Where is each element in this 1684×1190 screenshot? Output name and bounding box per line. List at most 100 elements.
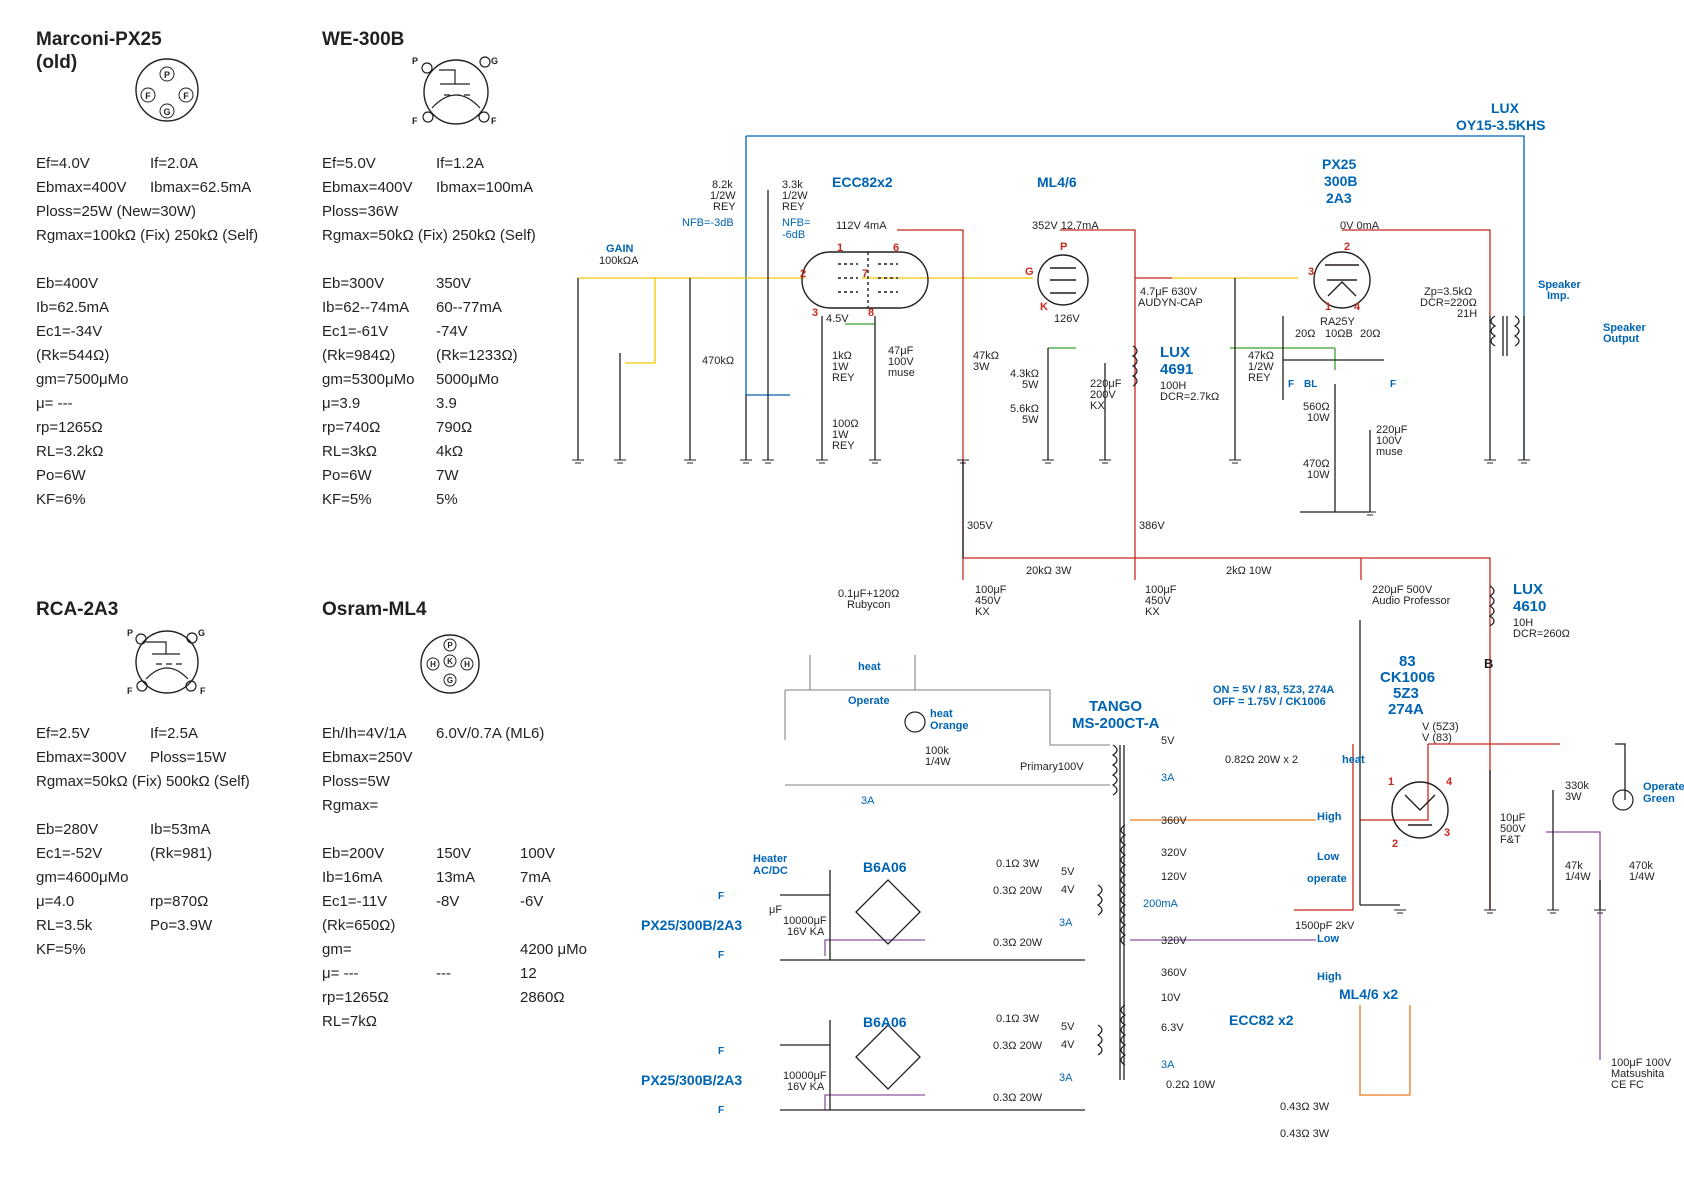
- spec-cell: Po=6W: [36, 467, 86, 484]
- b-plus-label: B: [1484, 656, 1493, 671]
- we300b-panel: WE-300B: [322, 28, 404, 51]
- heater-label: Heater: [753, 853, 788, 865]
- spec-cell: μ=4.0: [36, 893, 75, 910]
- spec-cell: RL=3.2kΩ: [36, 443, 104, 460]
- r-01-a: 0.1Ω 3W: [996, 858, 1040, 870]
- tap-320v-a: 320V: [1161, 847, 1187, 859]
- b6a06-label-1: B6A06: [863, 859, 907, 875]
- spec-cell: -74V: [436, 323, 468, 340]
- output-inductance: 21H: [1457, 308, 1477, 320]
- spec-cell: Ibmax=62.5mA: [150, 179, 252, 196]
- tap-6v3: 6.3V: [1161, 1022, 1184, 1034]
- spec-cell: (Rk=650Ω): [322, 917, 396, 934]
- px25-base-icon: [135, 58, 199, 122]
- low-tap-label-1: Low: [1317, 851, 1339, 863]
- nfb-6db-value: -6dB: [782, 229, 805, 241]
- rca2a3-pin-f1: F: [127, 686, 133, 696]
- f-label-3: F: [718, 891, 724, 902]
- spec-cell: rp=740Ω: [322, 419, 381, 436]
- rect-ck1006-label: CK1006: [1380, 669, 1435, 686]
- off-note: OFF = 1.75V / CK1006: [1213, 696, 1326, 708]
- spec-cell: Eh/Ih=4V/1A: [322, 725, 407, 742]
- c-100uf-m-brand: Matsushita: [1611, 1068, 1665, 1080]
- heat-lamp-label: heat: [930, 708, 953, 720]
- spec-cell: 5000μMo: [436, 371, 499, 388]
- spec-cell: Ec1=-61V: [322, 323, 389, 340]
- neon-lamp-icon: [904, 711, 1634, 811]
- nfb-3db-label: NFB=-3dB: [682, 217, 734, 229]
- px25-pin-1-label: 1: [1325, 301, 1331, 313]
- spec-cell: KF=5%: [322, 491, 372, 508]
- spec-cell: μ=3.9: [322, 395, 361, 412]
- node-305v: 305V: [967, 520, 993, 532]
- c-10000uf-b-volt: 16V KA: [787, 1081, 825, 1093]
- rect-274a-label: 274A: [1388, 701, 1424, 718]
- r-470k-quarter-watt: 1/4W: [1629, 871, 1655, 883]
- c-47uf-brand: muse: [888, 367, 915, 379]
- c-10uf: 10μF: [1500, 812, 1526, 824]
- r-10b: 10ΩB: [1325, 328, 1353, 340]
- spec-cell: Ebmax=400V: [322, 179, 413, 196]
- spec-cell: Ebmax=400V: [36, 179, 127, 196]
- 3a-label-3: 3A: [1059, 917, 1073, 929]
- c-10000uf-a-volt: 16V KA: [787, 926, 825, 938]
- rect-83-label: 83: [1399, 653, 1416, 670]
- gain-value: 100kΩA: [599, 255, 639, 267]
- r-47k-half: 47kΩ: [1248, 350, 1274, 362]
- r-3k3-watt: 1/2W: [782, 190, 808, 202]
- px25-tube-icon: [1313, 251, 1371, 309]
- spec-cell: Ef=4.0V: [36, 155, 90, 172]
- bl-label: BL: [1304, 379, 1317, 390]
- ecc82-pin-1: 1: [837, 242, 843, 254]
- spec-cell: -6V: [520, 893, 544, 910]
- r-03-a: 0.3Ω 20W: [993, 885, 1043, 897]
- r-02: 0.2Ω 10W: [1166, 1079, 1216, 1091]
- ml4-cathode-voltage: 126V: [1054, 313, 1080, 325]
- spec-cell: Ib=16mA: [322, 869, 383, 886]
- c-100uf-b: 100μF: [1145, 584, 1177, 596]
- c-10uf-volt: 500V: [1500, 823, 1526, 835]
- r-470k: 470kΩ: [702, 355, 734, 367]
- spec-cell: 13mA: [436, 869, 476, 886]
- spec-cell: KF=5%: [36, 941, 86, 958]
- 2a3-label: 2A3: [1326, 190, 1352, 206]
- oy15-label: OY15-3.5KHS: [1456, 117, 1545, 133]
- ecc82x2-label: ECC82 x2: [1229, 1012, 1294, 1028]
- output-dcr: DCR=220Ω: [1420, 297, 1477, 309]
- ecc82-pin-8: 8: [868, 307, 874, 319]
- r-3k3-brand: REY: [782, 201, 805, 213]
- c-220uf-muse-brand: muse: [1376, 446, 1403, 458]
- we300b-pin-p: P: [412, 56, 418, 66]
- c-100uf-b-volt: 450V: [1145, 595, 1171, 607]
- f-label-1: F: [1288, 379, 1294, 390]
- spec-cell: 7mA: [520, 869, 551, 886]
- px25-pin-f1: F: [145, 91, 151, 101]
- rect-pin-1-label: 1: [1388, 776, 1394, 788]
- spec-cell: 350V: [436, 275, 472, 292]
- r-100k: 100k: [925, 745, 949, 757]
- operate-switch-label: Operate: [848, 695, 890, 707]
- spec-cell: rp=1265Ω: [322, 989, 389, 1006]
- ac-dc-label: AC/DC: [753, 865, 788, 877]
- spec-cell: 60--77mA: [436, 299, 502, 316]
- we300b-title: WE-300B: [322, 29, 405, 50]
- tap-4v-b: 4V: [1061, 1039, 1075, 1051]
- px25-supply-label-2: PX25/300B/2A3: [641, 1072, 742, 1088]
- r-5k6: 5.6kΩ: [1010, 403, 1039, 415]
- tap-5v-b: 5V: [1061, 866, 1075, 878]
- ecc82-pin-3: 3: [812, 307, 818, 319]
- spec-cell: Rgmax=: [322, 797, 379, 814]
- r-2k: 2kΩ 10W: [1226, 565, 1272, 577]
- spec-cell: gm=: [322, 941, 352, 958]
- spec-cell: 4200 μMo: [520, 941, 588, 958]
- heat-switch-label: heat: [858, 661, 881, 673]
- r-1k-watt: 1W: [832, 361, 849, 373]
- spec-cell: RL=7kΩ: [322, 1013, 377, 1030]
- tap-360v-b: 360V: [1161, 967, 1187, 979]
- f-label-6: F: [718, 1105, 724, 1116]
- spec-cell: Eb=300V: [322, 275, 385, 292]
- ecc82-cathode-voltage: 4.5V: [826, 313, 849, 325]
- rect-5z3-voltage: V (5Z3): [1422, 721, 1459, 733]
- tap-5v-c: 5V: [1061, 1021, 1075, 1033]
- ecc82-voltage: 112V 4mA: [836, 220, 887, 232]
